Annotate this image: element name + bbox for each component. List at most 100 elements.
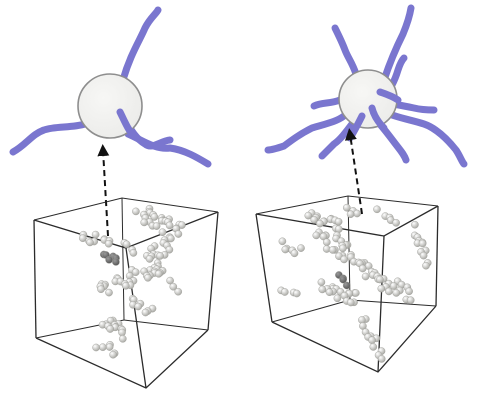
particle-sphere (358, 264, 367, 273)
particle-sphere (392, 218, 400, 227)
left-polymer-chain (9, 120, 89, 156)
particle-sphere (109, 350, 117, 359)
left-dashed-arrow (97, 144, 110, 237)
particle-sphere (131, 268, 140, 277)
particle-sphere (339, 275, 347, 284)
particle-sphere (385, 287, 393, 296)
particle-sphere (112, 258, 120, 266)
right-nanoparticle-core (338, 69, 398, 129)
particle-sphere (158, 228, 167, 236)
particle-sphere (79, 234, 87, 242)
particle-sphere (310, 215, 319, 224)
particle-sphere (122, 281, 130, 290)
particle-sphere (141, 308, 150, 317)
right-dashed-arrow (344, 128, 363, 215)
right-polymer-chain (380, 108, 468, 168)
right-polymer-chain (264, 112, 348, 154)
particle-sphere (353, 209, 361, 218)
particle-sphere (317, 278, 326, 287)
particle-sphere (325, 288, 334, 297)
particle-sphere (92, 343, 100, 352)
particle-sphere (411, 220, 419, 229)
particle-sphere (144, 273, 152, 282)
particle-sphere (169, 282, 178, 291)
particle-sphere (334, 225, 343, 233)
particle-sphere (105, 255, 113, 264)
particle-sphere (290, 249, 299, 258)
particle-sphere (132, 207, 140, 216)
particle-sphere (318, 285, 327, 294)
left-simulation-box (33, 197, 219, 389)
particle-sphere (405, 287, 413, 296)
left-polymer-chain (124, 130, 212, 168)
particle-sphere (156, 252, 164, 260)
particle-sphere (278, 237, 287, 246)
particle-sphere (134, 302, 142, 311)
particle-sphere (368, 336, 376, 345)
particle-sphere (122, 240, 131, 249)
left-grafted-nanoparticle (9, 6, 212, 168)
right-polymer-chain (310, 96, 344, 110)
particle-sphere (333, 294, 342, 303)
particle-sphere (342, 203, 351, 212)
particle-sphere (419, 251, 428, 260)
right-particle-cluster (277, 203, 432, 363)
particle-sphere (392, 289, 401, 297)
particle-sphere (319, 232, 328, 241)
particle-sphere (106, 325, 114, 333)
particle-sphere (174, 230, 183, 238)
particle-sphere (166, 276, 174, 285)
particle-sphere (297, 244, 305, 252)
particle-sphere (322, 238, 331, 246)
particle-sphere (165, 221, 174, 230)
particle-sphere (351, 289, 360, 297)
particle-sphere (292, 289, 301, 298)
particle-sphere (105, 288, 113, 297)
particle-sphere (91, 230, 100, 239)
particle-sphere (342, 281, 351, 290)
particle-sphere (152, 222, 161, 230)
particle-sphere (389, 282, 398, 290)
particle-sphere (129, 249, 138, 257)
particle-sphere (280, 288, 289, 296)
particle-sphere (99, 343, 107, 352)
right-panel (255, 4, 468, 373)
particle-sphere (373, 205, 381, 214)
particle-sphere (376, 275, 384, 284)
left-polymer-chain (119, 6, 162, 84)
particle-sphere (150, 213, 159, 221)
particle-sphere (86, 238, 94, 247)
particle-sphere (316, 219, 324, 228)
particle-sphere (165, 245, 174, 254)
particle-sphere (145, 255, 154, 263)
particle-sphere (167, 234, 175, 243)
particle-sphere (154, 269, 163, 278)
particle-sphere (422, 261, 430, 270)
particle-sphere (140, 218, 148, 227)
right-polymer-chain (380, 4, 415, 84)
left-panel (9, 6, 219, 389)
particle-sphere (281, 245, 290, 254)
particle-sphere (312, 231, 321, 240)
particle-sphere (377, 355, 386, 363)
particle-sphere (361, 272, 370, 281)
left-particle-cluster (79, 204, 186, 359)
particle-sphere (418, 239, 427, 248)
particle-sphere (406, 296, 415, 305)
particle-sphere (328, 246, 337, 254)
particle-sphere (97, 285, 105, 294)
right-polymer-chain (331, 24, 360, 78)
particle-sphere (346, 210, 355, 218)
particle-sphere (119, 334, 127, 343)
particle-sphere (334, 217, 343, 226)
particle-sphere (369, 343, 378, 351)
particle-sphere (118, 328, 126, 337)
particle-sphere (104, 239, 113, 248)
particle-sphere (174, 287, 182, 296)
particle-sphere (377, 284, 386, 293)
particle-sphere (346, 298, 355, 307)
particle-sphere (340, 255, 348, 264)
particle-sphere (105, 343, 114, 351)
right-grafted-nanoparticle (264, 4, 468, 168)
